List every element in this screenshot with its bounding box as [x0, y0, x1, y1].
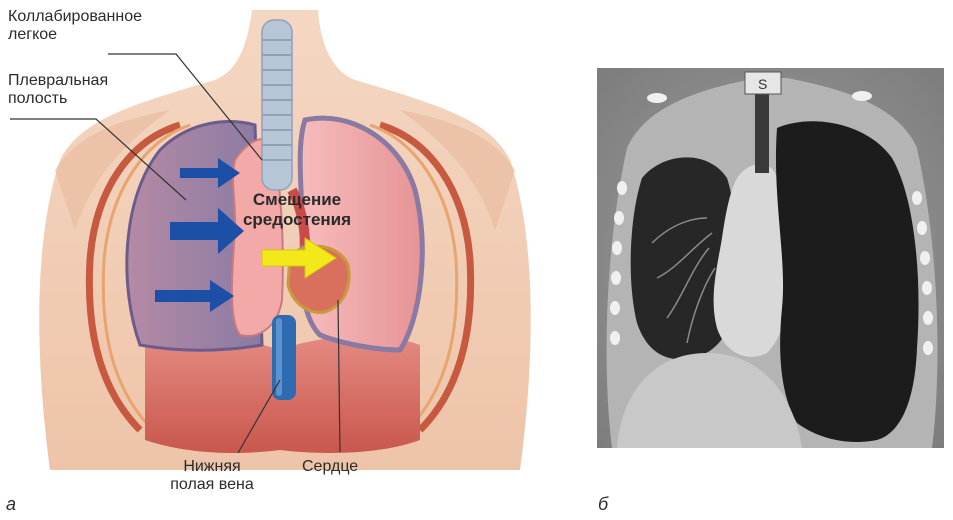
panel-label-a: а: [6, 494, 16, 515]
label-pleural-cavity-line1: Плевральная: [8, 72, 108, 90]
trachea: [262, 20, 292, 190]
label-collapsed-lung-line1: Коллабированное: [8, 8, 142, 26]
label-mediastinal-shift-line2: средостения: [232, 210, 362, 230]
label-ivc-line1: Нижняя: [152, 458, 272, 476]
panel-label-b: б: [598, 494, 608, 515]
label-inferior-vena-cava: Нижняя полая вена: [152, 458, 272, 495]
label-collapsed-lung: Коллабированное легкое: [8, 8, 142, 45]
ct-trachea: [755, 93, 769, 173]
label-ivc-line2: полая вена: [152, 476, 272, 494]
label-mediastinal-shift-line1: Смещение: [232, 190, 362, 210]
ct-right-lung: [776, 121, 919, 442]
ct-marker-label: S: [758, 76, 767, 92]
label-heart: Сердце: [302, 458, 358, 476]
ct-scan-image: [597, 68, 944, 448]
label-pleural-cavity-line2: полость: [8, 90, 108, 108]
label-heart-text: Сердце: [302, 458, 358, 476]
label-collapsed-lung-line2: легкое: [8, 26, 142, 44]
label-pleural-cavity: Плевральная полость: [8, 72, 108, 109]
label-mediastinal-shift: Смещение средостения: [232, 190, 362, 229]
